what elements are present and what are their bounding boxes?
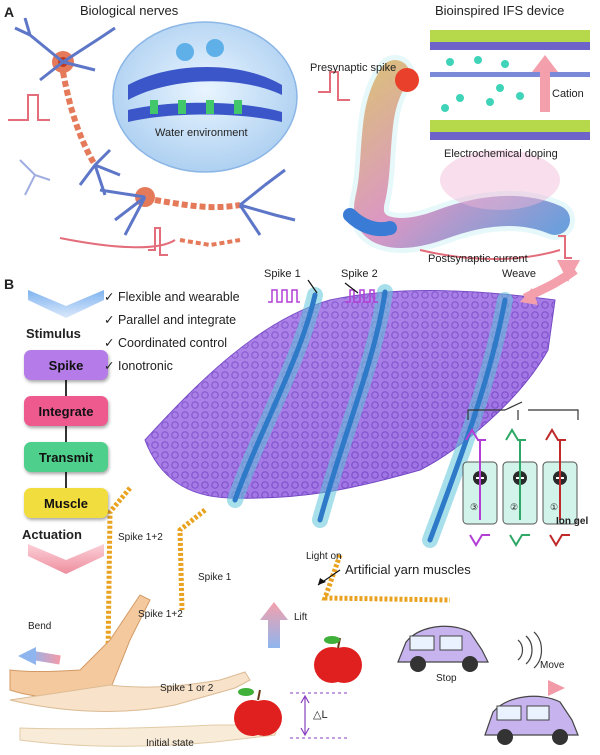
weave-label: Weave [502, 268, 537, 280]
presynaptic-spike-label: Presynaptic spike [310, 62, 397, 74]
channel-3-number: ③ [470, 502, 479, 512]
arm-spike1or2-label: Spike 1 or 2 [160, 683, 214, 694]
cation-dots [441, 56, 524, 112]
actuation-chevron [28, 544, 104, 574]
car-stop [397, 625, 489, 672]
lift-label: Lift [294, 612, 308, 623]
flow-spike: Spike [24, 350, 108, 380]
membrane-bottom [128, 102, 282, 122]
electrochemical-doping-label: Electrochemical doping [444, 148, 558, 160]
panel-a-letter: A [4, 4, 15, 20]
water-environment-label: Water environment [155, 127, 248, 139]
yarn-spike1-label: Spike 1 [198, 572, 232, 583]
apples [234, 636, 362, 739]
arm-spike12-label: Spike 1+2 [138, 609, 183, 620]
check-icon: ✓ [104, 336, 115, 350]
spike1-label: Spike 1 [264, 268, 301, 280]
stimulus-chevron [28, 290, 104, 318]
spike1-pulse [268, 289, 300, 303]
check-icon: ✓ [104, 313, 115, 327]
feature-text: Flexible and wearable [117, 290, 240, 304]
flow-integrate: Integrate [24, 396, 108, 426]
channel-1-number: ① [550, 502, 559, 512]
flow-transmit: Transmit [24, 442, 108, 472]
feature-item: ✓ Flexible and wearable [104, 289, 240, 304]
actuation-label: Actuation [22, 527, 82, 542]
light-on-label: Light on [306, 551, 342, 562]
feature-text: Parallel and integrate [117, 313, 237, 327]
artificial-yarn-muscles-label: Artificial yarn muscles [345, 562, 471, 577]
channel-2-number: ② [510, 502, 519, 512]
feature-item: ✓ Coordinated control [104, 335, 227, 350]
fabric-fibers [227, 284, 513, 548]
neuron-illustration [14, 17, 296, 248]
stimulus-label: Stimulus [26, 326, 81, 341]
feature-text: Ionotronic [117, 359, 173, 373]
initial-state-label: Initial state [146, 738, 194, 749]
feature-item: ✓ Parallel and integrate [104, 312, 236, 327]
membrane-top [128, 66, 282, 100]
ifs-device-title: Bioinspired IFS device [435, 3, 565, 18]
arm-illustration [9, 594, 279, 747]
biological-nerves-title: Biological nerves [80, 3, 179, 18]
delta-l-label: △L [313, 709, 328, 721]
stop-label: Stop [436, 673, 457, 684]
flow-muscle: Muscle [24, 488, 108, 518]
cation-label: Cation [552, 88, 584, 100]
bend-label: Bend [28, 621, 52, 632]
feature-text: Coordinated control [117, 336, 228, 350]
feature-item: ✓ Ionotronic [104, 358, 173, 373]
ion-gel-circuit [462, 401, 579, 547]
spike2-label: Spike 2 [341, 268, 378, 280]
synapse-bubble [112, 21, 298, 173]
panel-b-letter: B [4, 276, 15, 292]
check-icon: ✓ [104, 290, 115, 304]
lift-arrow [260, 602, 288, 648]
postsynaptic-current-label: Postsynaptic current [428, 253, 528, 265]
yarn-muscles [105, 486, 451, 656]
car-move [484, 695, 579, 745]
cation-arrow [532, 55, 558, 112]
sound-waves-icon [517, 631, 543, 669]
check-icon: ✓ [104, 359, 115, 373]
crystal-layers [430, 30, 590, 140]
ion-gel-label: Ion gel [556, 516, 589, 527]
yarn-spike12-label: Spike 1+2 [118, 532, 163, 543]
ifs-device-illustration [343, 55, 575, 253]
spike2-pulse [345, 289, 378, 303]
move-label: Move [540, 660, 565, 671]
